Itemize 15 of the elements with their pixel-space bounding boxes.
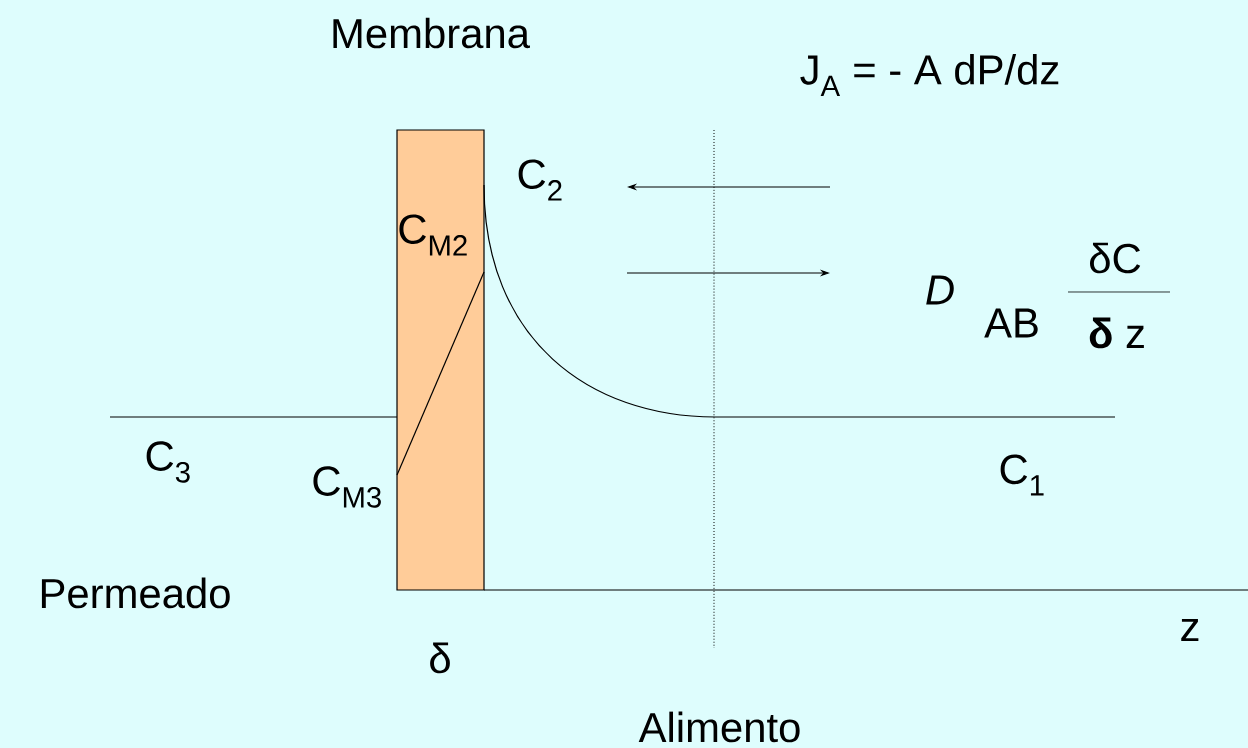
concentration-label: C$_{2}$ (518, 159, 562, 201)
concentration-label: C$_{M2}$ (399, 214, 467, 256)
region-label: Alimento (638, 711, 800, 743)
concentration-label: C$_{3}$ (146, 441, 190, 483)
flux-equation: J$_{A}$ = - A dP/dz (800, 54, 1059, 96)
axis-label: z (1181, 618, 1199, 642)
diffusivity-subscript: AB (984, 308, 1038, 338)
diffusivity-symbol: D (926, 275, 954, 305)
concentration-label: C$_{1}$ (1000, 454, 1044, 496)
fraction-denominator: δ z (1089, 317, 1144, 349)
concentration-label: C$_{M3}$ (313, 466, 381, 508)
region-label: Permeado (41, 577, 230, 609)
membrane-label: Membrana (333, 17, 530, 49)
thickness-label: δ (430, 642, 450, 674)
fraction-numerator: δC (1090, 242, 1141, 274)
